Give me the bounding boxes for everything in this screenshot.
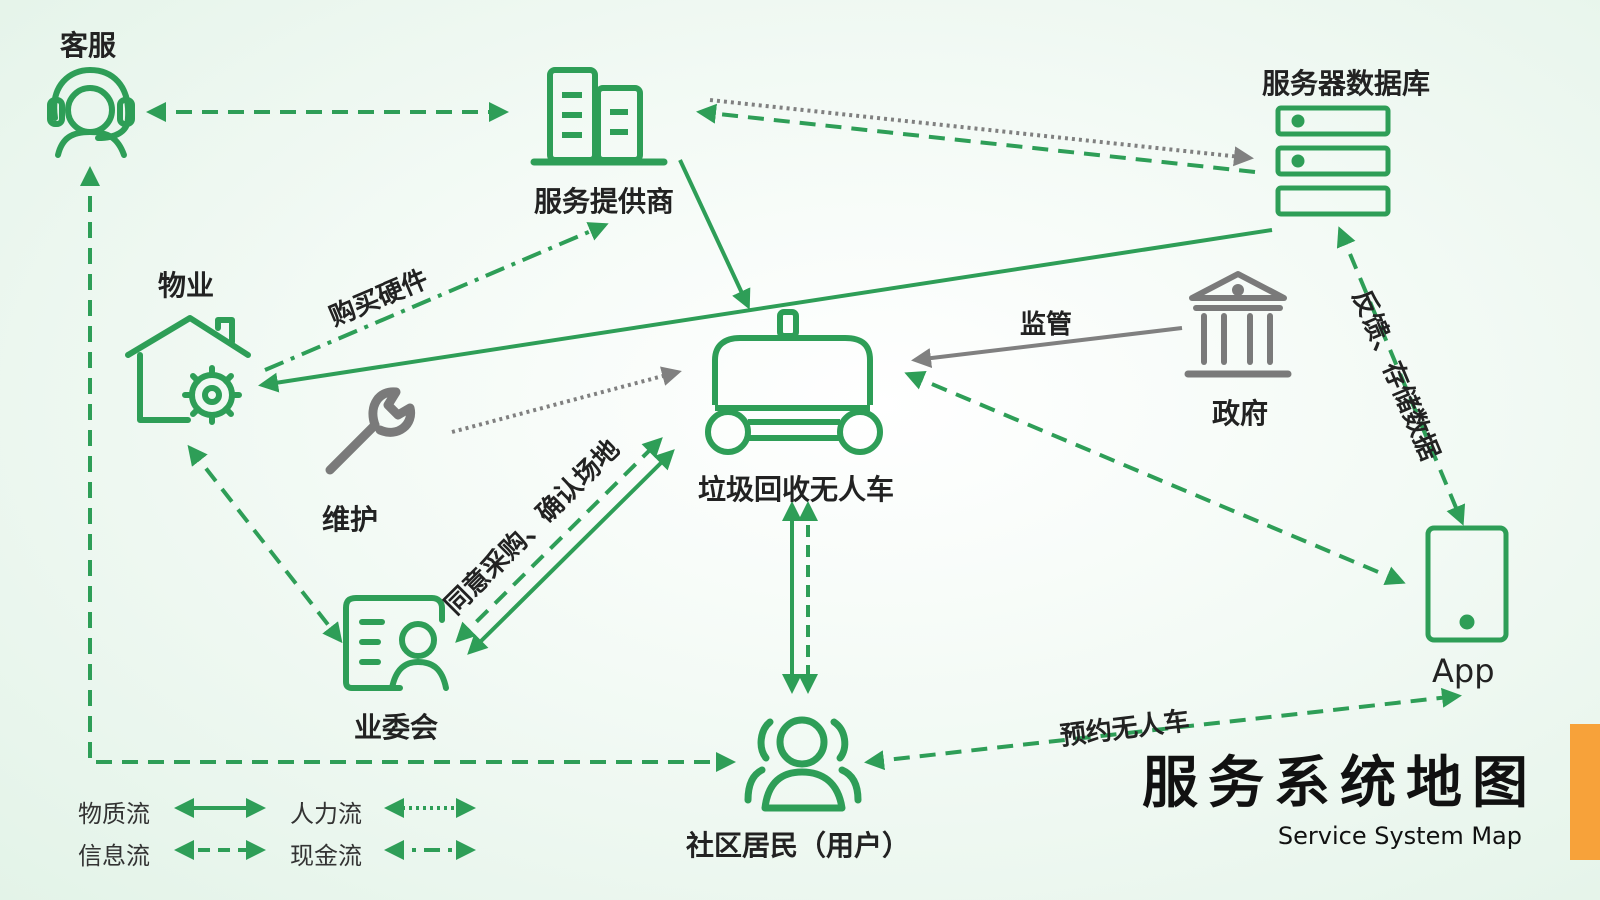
node-label-service-provider: 服务提供商: [534, 185, 675, 218]
node-label-app: App: [1432, 652, 1495, 690]
committee-icon: [343, 595, 449, 691]
page-title: 服务系统地图: [1142, 751, 1538, 816]
node-label-property: 物业: [158, 269, 215, 302]
edge-server-provider-info: [696, 103, 1256, 174]
buildings-icon: [530, 67, 668, 166]
node-label-committee: 业委会: [354, 711, 439, 744]
edge-property-provider-cash: [264, 222, 609, 372]
edge-provider-vehicle: [678, 159, 751, 310]
node-label-maintenance: 维护: [322, 503, 379, 536]
legend-cash: 现金流: [290, 842, 362, 870]
node-label-server-db: 服务器数据库: [1262, 67, 1431, 100]
legend-human: 人力流: [290, 800, 362, 828]
node-label-vehicle: 垃圾回收无人车: [698, 473, 895, 506]
edge-gov-vehicle: [911, 326, 1183, 369]
edge-provider-server-human: [709, 98, 1254, 167]
residents-icon: [744, 716, 862, 812]
server-icon: [1275, 105, 1391, 217]
house-gear-icon: [125, 315, 251, 425]
node-label-residents: 社区居民（用户）: [686, 829, 911, 862]
robot-vehicle-icon: [705, 309, 883, 455]
phone-icon: [1425, 525, 1509, 643]
edge-residents-app: [864, 687, 1462, 771]
page-subtitle: Service System Map: [1277, 822, 1522, 850]
edge-label-supervise: 监管: [1020, 310, 1073, 340]
accent-bar: [1570, 724, 1600, 860]
legend-info: 信息流: [78, 842, 150, 870]
edge-app-vehicle: [904, 370, 1406, 586]
headset-icon: [47, 67, 135, 158]
wrench-icon: [325, 387, 416, 475]
node-label-government: 政府: [1212, 397, 1269, 430]
legend-material: 物质流: [78, 800, 150, 828]
node-label-customer-service: 客服: [60, 29, 117, 62]
government-icon: [1184, 271, 1292, 378]
edge-maintenance-vehicle: [451, 366, 682, 434]
edge-property-committee: [187, 444, 343, 644]
edge-cs-residents: [80, 166, 736, 772]
